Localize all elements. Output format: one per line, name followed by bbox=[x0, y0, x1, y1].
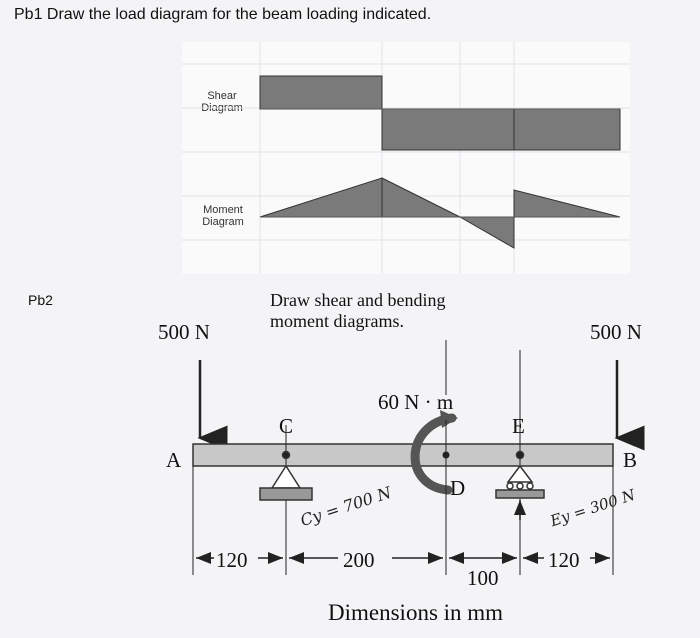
dimension-120-left: 120 bbox=[216, 548, 248, 572]
load-left-label: 500 N bbox=[158, 320, 210, 344]
point-d-label: D bbox=[450, 476, 466, 500]
dimension-120-right: 120 bbox=[548, 548, 580, 572]
instruction-line-2: moment diagrams. bbox=[270, 311, 404, 331]
pb2-label: Pb2 bbox=[28, 292, 53, 308]
instruction-line-1: Draw shear and bending bbox=[270, 290, 446, 310]
moment-load-label: 60 N · m bbox=[378, 390, 454, 414]
point-a-label: A bbox=[166, 448, 182, 472]
pb1-diagram-panel: Shear Diagram Moment Diagram bbox=[182, 42, 630, 274]
dimensions-note: Dimensions in mm bbox=[328, 600, 504, 625]
support-e bbox=[495, 450, 545, 499]
beam bbox=[192, 443, 614, 467]
moment-diagram bbox=[259, 177, 621, 249]
shear-negative-block-1 bbox=[381, 108, 515, 151]
moment-diagram-label: Moment Diagram bbox=[202, 204, 244, 228]
pb2-instruction: Draw shear and bending moment diagrams. bbox=[270, 290, 445, 332]
point-e-label: E bbox=[512, 414, 525, 438]
support-c bbox=[259, 450, 313, 501]
point-d-dot bbox=[442, 451, 450, 459]
dimension-100: 100 bbox=[467, 566, 499, 590]
shear-diagram bbox=[259, 75, 621, 151]
dimension-200: 200 bbox=[343, 548, 375, 572]
pb1-diagrams-svg bbox=[182, 42, 630, 274]
load-right-label: 500 N bbox=[590, 320, 642, 344]
pb1-title: Pb1 Draw the load diagram for the beam l… bbox=[14, 6, 432, 23]
shear-negative-block-2 bbox=[513, 108, 621, 151]
point-b-label: B bbox=[623, 448, 638, 472]
couple-moment-arrow bbox=[410, 413, 457, 495]
